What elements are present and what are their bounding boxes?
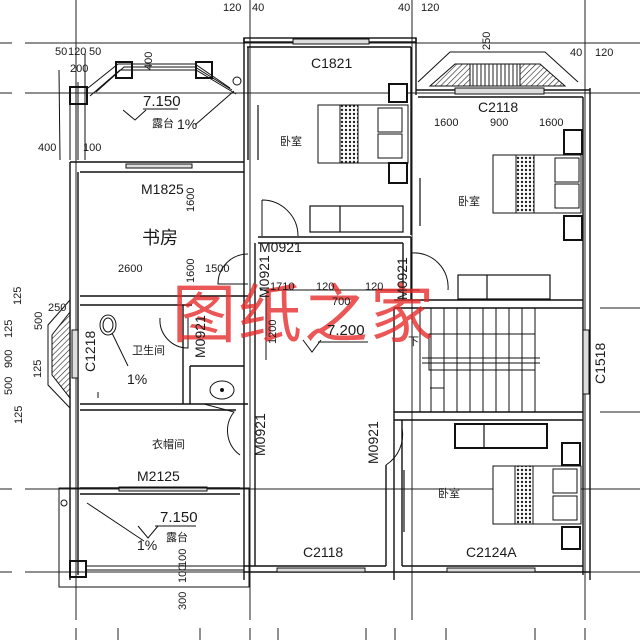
door-label-m0921-f: M0921 xyxy=(365,421,381,464)
dim-hall-a: 1710 xyxy=(270,281,295,293)
dim-left-v1: 125 xyxy=(12,286,24,305)
stairs xyxy=(419,308,540,412)
elevation-balcony-top: 7.150 xyxy=(143,93,181,110)
dim-left-v5: 125 xyxy=(3,319,15,338)
windows xyxy=(71,38,590,573)
dim-left-v8: 125 xyxy=(13,405,25,424)
bathroom-fixtures xyxy=(97,314,235,400)
dim-top-mid-b: 120 xyxy=(421,2,440,14)
slope-balcony-bottom: 1% xyxy=(137,537,158,553)
door-label-m0921-c: M0921 xyxy=(394,257,410,300)
dim-left-v7: 500 xyxy=(3,376,15,395)
dim-top-left-a: 120 xyxy=(223,2,242,14)
bay-window xyxy=(417,51,579,87)
room-label-bedroom-top-left: 卧室 xyxy=(280,135,302,148)
hall-elevation-mark xyxy=(260,289,420,360)
balcony-top xyxy=(58,54,242,161)
balcony-bottom xyxy=(58,487,250,588)
dim-study-v2: 1600 xyxy=(185,258,197,283)
dim-bottom-v3: 300 xyxy=(177,591,189,610)
watermark: 图纸之家 xyxy=(172,279,436,353)
dim-balcony-col-b: 120 xyxy=(68,46,87,58)
dim-bay-window-depth: 250 xyxy=(481,31,493,50)
room-label-bedroom-bottom-right: 卧室 xyxy=(438,487,460,500)
dim-balcony-col-width: 200 xyxy=(70,63,89,75)
elevation-hall: 7.200 xyxy=(327,322,365,339)
dim-hall-b: 120 xyxy=(316,281,335,293)
dim-top-mid-a: 40 xyxy=(398,2,411,14)
dim-bedroom-right-b: 900 xyxy=(490,117,509,129)
door-label-m0921-e: M0921 xyxy=(252,413,268,456)
dim-hall-v: 1200 xyxy=(267,319,279,344)
dim-hall-d: 120 xyxy=(365,281,384,293)
room-label-study: 书房 xyxy=(142,228,178,249)
stair-direction-mark: 下 xyxy=(408,335,419,348)
door-swings xyxy=(159,199,449,466)
dim-balcony-left-a: 400 xyxy=(38,142,57,154)
dim-left-v3: 500 xyxy=(33,311,45,330)
dim-balcony-rail: 400 xyxy=(143,51,155,70)
dim-balcony-left-b: 100 xyxy=(83,142,102,154)
room-label-balcony-bottom: 露台 xyxy=(166,531,188,544)
door-label-m2125: M2125 xyxy=(137,468,180,484)
dim-study-h2: 1500 xyxy=(205,263,230,275)
dim-study-h1: 2600 xyxy=(118,263,143,275)
room-label-bathroom: 卫生间 xyxy=(132,344,165,357)
dim-top-right-a: 40 xyxy=(570,47,583,59)
dim-top-right-b: 120 xyxy=(595,47,614,59)
window-label-c1821: C1821 xyxy=(311,55,353,71)
room-label-balcony-top: 露台 xyxy=(152,117,174,130)
room-label-bedroom-top-right: 卧室 xyxy=(458,195,480,208)
slope-bathroom: 1% xyxy=(127,371,148,387)
dim-bedroom-right-a: 1600 xyxy=(434,117,459,129)
dim-balcony-col-a: 50 xyxy=(55,46,68,58)
side-bay-window xyxy=(47,299,71,409)
slope-balcony-top: 1% xyxy=(177,116,198,132)
dim-left-v2: 250 xyxy=(48,302,67,314)
dim-study-v1: 1600 xyxy=(185,187,197,212)
door-label-m1825: M1825 xyxy=(141,181,184,197)
wardrobes xyxy=(257,105,551,532)
window-label-c1218: C1218 xyxy=(82,330,98,372)
dim-bedroom-right-c: 1600 xyxy=(539,117,564,129)
door-label-m0921-d: M0921 xyxy=(192,315,208,358)
dim-balcony-col-c: 50 xyxy=(89,46,102,58)
window-label-c1518: C1518 xyxy=(592,342,608,384)
window-label-c2124a: C2124A xyxy=(466,544,517,560)
room-label-cloakroom: 衣帽间 xyxy=(152,438,185,451)
dim-hall-c: 700 xyxy=(332,296,351,308)
door-label-m0921-a: M0921 xyxy=(259,239,302,255)
dim-bottom-v1: 100 xyxy=(177,564,189,583)
door-label-m0921-b: M0921 xyxy=(256,255,272,298)
dim-top-left-b: 40 xyxy=(252,2,265,14)
dim-left-v6: 125 xyxy=(32,359,44,378)
dim-bottom-v2: 100 xyxy=(177,548,189,567)
dim-left-v4: 900 xyxy=(3,349,15,368)
beds xyxy=(317,83,583,550)
window-label-c2118-top: C2118 xyxy=(478,99,519,115)
window-label-c2118-bottom: C2118 xyxy=(303,544,344,560)
elevation-balcony-bottom: 7.150 xyxy=(160,509,198,526)
